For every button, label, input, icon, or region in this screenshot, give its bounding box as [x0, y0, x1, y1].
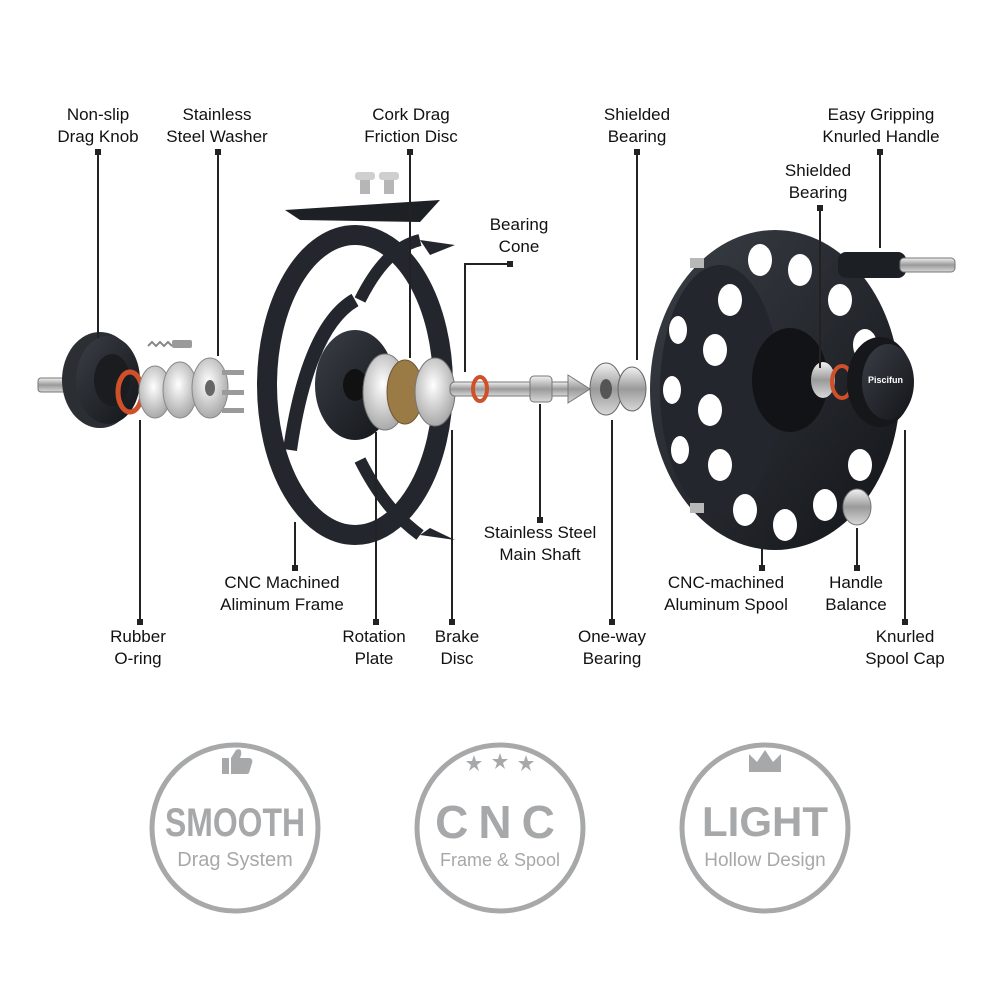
- badge-light: LIGHT Hollow Design: [679, 742, 851, 914]
- knurled-handle-part: [838, 252, 956, 278]
- leader-endpoint-brake-disc: [449, 619, 455, 625]
- leader-endpoint-easy-gripping-knurled-handle: [877, 149, 883, 155]
- leader-line-bearing-cone: [464, 263, 510, 372]
- leader-endpoint-non-slip-drag-knob: [95, 149, 101, 155]
- badge-light-subtitle: Hollow Design: [704, 850, 825, 871]
- brake-disc-part: [414, 357, 456, 427]
- one-way-bearing-part: [589, 362, 647, 416]
- leader-endpoint-rubber-o-ring: [137, 619, 143, 625]
- badge-light-title: LIGHT: [702, 798, 828, 845]
- leader-endpoint-aluminum-frame: [292, 565, 298, 571]
- drag-knob-part: [37, 332, 140, 428]
- leader-endpoint-shielded-bearing-top: [634, 149, 640, 155]
- thumbs-up-icon: [222, 749, 253, 774]
- badge-smooth: SMOOTH Drag System: [149, 742, 321, 914]
- leader-endpoint-knurled-spool-cap: [902, 619, 908, 625]
- badge-cnc-subtitle: Frame & Spool: [440, 850, 560, 870]
- leader-endpoint-handle-balance: [854, 565, 860, 571]
- leader-endpoint-rotation-plate: [373, 619, 379, 625]
- leader-dots: [95, 149, 908, 625]
- main-shaft-part: [449, 374, 591, 404]
- leader-endpoint-shielded-bearing-inner: [817, 205, 823, 211]
- leader-endpoint-aluminum-spool: [759, 565, 765, 571]
- leader-endpoint-one-way-bearing: [609, 619, 615, 625]
- leader-endpoint-main-shaft: [537, 517, 543, 523]
- three-stars-icon: [466, 753, 534, 771]
- badge-cnc: CNC Frame & Spool: [414, 742, 586, 914]
- crown-icon: [749, 750, 781, 772]
- badge-cnc-title: CNC: [435, 796, 565, 848]
- leader-lines: [97, 152, 906, 622]
- aluminum-frame-part: [257, 172, 455, 545]
- leader-endpoint-cork-drag-friction-disc: [407, 149, 413, 155]
- brand-mark: Piscifun: [868, 375, 904, 385]
- knurled-spool-cap-part: [847, 337, 914, 427]
- leader-endpoint-stainless-steel-washer: [215, 149, 221, 155]
- badge-smooth-title: SMOOTH: [165, 801, 305, 845]
- feature-badges: SMOOTH Drag System CNC Frame & Spool LIG…: [149, 742, 851, 914]
- handle-balance-part: [842, 488, 872, 526]
- badge-smooth-subtitle: Drag System: [177, 849, 293, 871]
- washer-stack-part: [138, 340, 244, 419]
- leader-endpoint-bearing-cone: [507, 261, 513, 267]
